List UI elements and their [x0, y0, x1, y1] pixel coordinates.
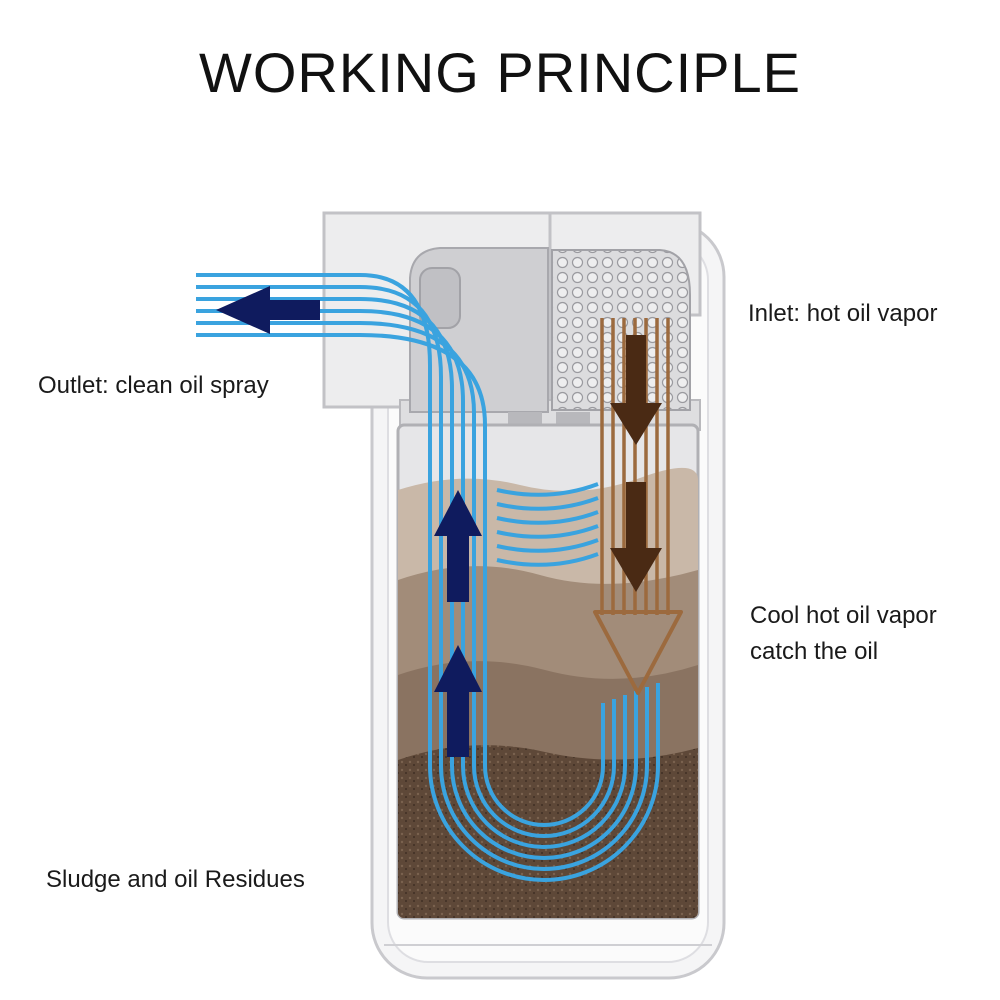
cooling-label-line-2: catch the oil	[750, 638, 879, 665]
outlet-label: Outlet: clean oil spray	[38, 372, 269, 399]
cooling-arc-line	[496, 524, 599, 539]
cooling-arc-lines	[496, 482, 599, 567]
clean-flow-line	[196, 321, 616, 838]
clean-flow-line	[196, 297, 638, 860]
sludge-label: Sludge and oil Residues	[46, 866, 305, 893]
cooling-arc-line	[496, 482, 599, 497]
vapor-hollow-arrow-icon	[593, 610, 683, 695]
down-arrow-icon	[610, 482, 662, 592]
cooling-arc-line	[496, 538, 599, 553]
up-arrow-icon	[434, 490, 482, 602]
clean-oil-flow-lines	[196, 273, 660, 882]
cooling-arc-line	[496, 496, 599, 511]
cooling-arc-line	[496, 510, 599, 525]
tank	[396, 423, 700, 920]
up-arrow-icon	[434, 645, 482, 757]
page-title: WORKING PRINCIPLE	[199, 41, 801, 104]
down-arrow-icon	[610, 335, 662, 445]
clean-flow-line	[196, 309, 627, 849]
clean-flow-line	[196, 333, 605, 827]
outlet-arrow-icon	[216, 286, 320, 334]
cooling-label: Cool hot oil vapor catch the oil	[750, 598, 937, 670]
inlet-label: Inlet: hot oil vapor	[748, 300, 938, 327]
cooling-label-line-1: Cool hot oil vapor	[750, 602, 937, 629]
cooling-arc-line	[496, 552, 599, 567]
